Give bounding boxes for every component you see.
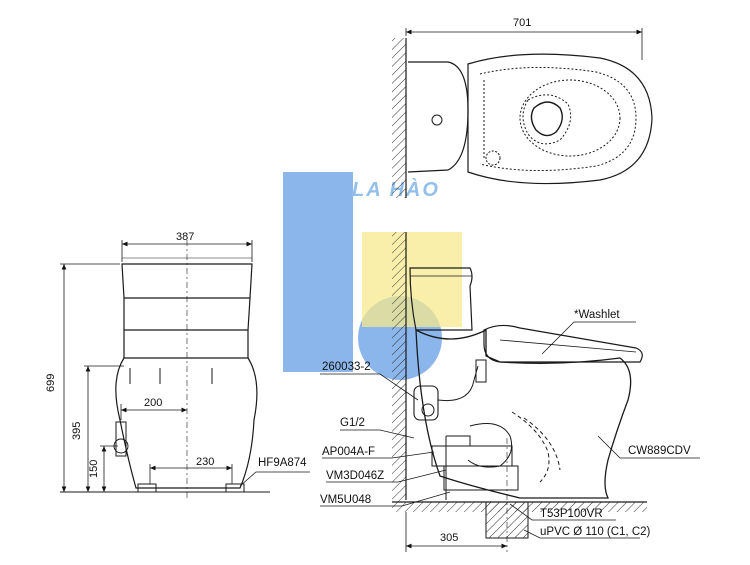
leader-washlet [541,321,636,355]
label-front-fitting: HF9A874 [258,457,307,469]
top-view-wall [392,38,406,198]
label-flush-valve: VM3D046Z [326,470,384,482]
front-view-seat [123,329,249,359]
dim-total-height: 699 [45,374,57,392]
label-pipe: uPVC Ø 110 (C1, C2) [540,526,651,538]
label-valve: 260033-2 [322,361,371,373]
side-view-trapway [467,423,513,468]
label-washlet: *Washlet [574,309,620,321]
label-outlet-part: T53P100VR [540,508,603,520]
front-view-inlet-valve [115,421,127,457]
side-view-wall [392,232,406,502]
label-bowl: CW889CDV [628,445,691,457]
top-view-bowl [519,79,621,157]
top-view [392,28,653,198]
leader-bolt-kit [320,491,451,507]
side-view-washlet [483,324,643,363]
leader-valve [320,373,419,401]
side-view-tank [409,267,473,331]
leader-flush-valve [326,469,447,483]
top-view-washlet-knob [485,150,501,166]
leader-flange [322,451,435,459]
front-view [60,240,310,500]
leader-outlet-part [509,503,616,521]
dim-inlet-height: 395 [71,422,83,440]
top-view-seat [467,53,653,185]
leader-pipe [523,529,640,539]
top-view-tank [407,61,469,173]
dim-front-width: 387 [176,231,194,243]
top-view-button [431,114,443,126]
watermark-bar-yellow [362,232,462,327]
label-flange: AP004A-F [322,446,375,458]
watermark-bar-blue [283,172,353,372]
dim-top-width: 701 [513,17,531,29]
top-view-drain [530,101,563,137]
dim-foot-spacing: 230 [196,456,214,468]
leader-front-fitting [239,471,310,487]
leader-bowl [597,435,700,459]
label-bolt-kit: VM5U048 [320,494,371,506]
front-view-body [115,357,258,489]
side-view-angle-valve [413,385,439,421]
dim-inlet-offset: 200 [144,397,162,409]
side-view-bowl [415,328,632,499]
side-view [320,232,700,552]
dim-outlet-height: 150 [88,460,100,478]
leader-thread [340,429,415,439]
dim-rough-in: 305 [440,532,458,544]
label-thread: G1/2 [340,417,365,429]
